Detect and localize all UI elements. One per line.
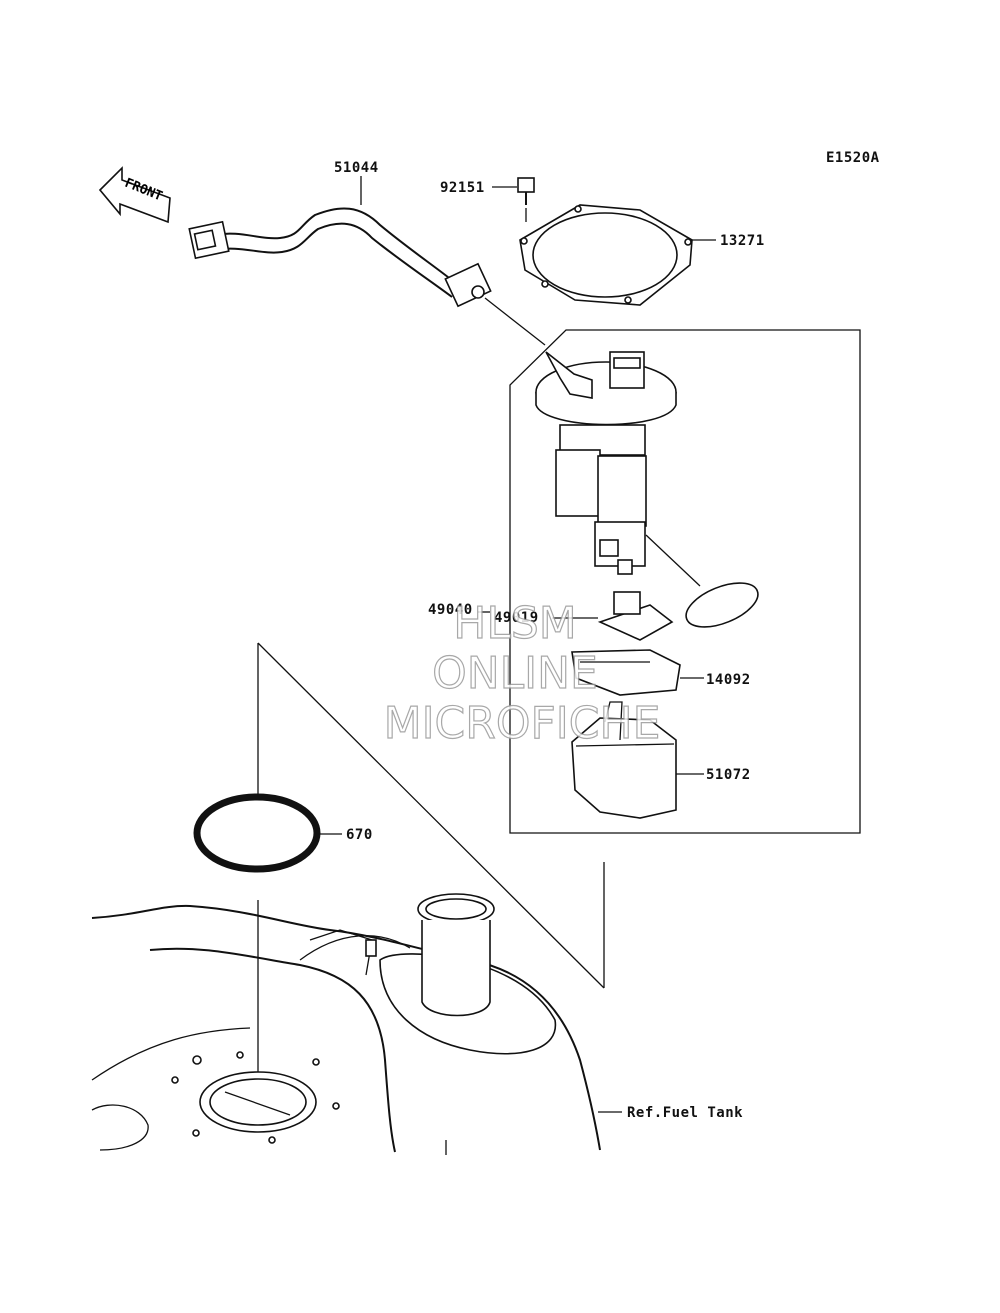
part-label-51044: 51044 [334, 160, 379, 176]
part-label-51072: 51072 [706, 767, 751, 783]
part-label-49019: 49019 [494, 610, 539, 626]
part-label-670: 670 [346, 827, 373, 843]
part-label-49040: 49040 [428, 602, 473, 618]
bolt [517, 177, 535, 222]
pump-case [571, 701, 677, 819]
watermark-line-3: MICROFICHE [384, 698, 661, 749]
o-ring [193, 793, 321, 873]
diagram-code: E1520A [826, 150, 880, 166]
part-label-14092: 14092 [706, 672, 751, 688]
part-label-92151: 92151 [440, 180, 485, 196]
watermark: HLSM ONLINE MICROFICHE [383, 597, 661, 749]
watermark-line-1: HLSM [453, 598, 577, 649]
gasket [519, 204, 693, 306]
pump-cover [571, 649, 681, 696]
watermark-line-2: ONLINE [432, 648, 598, 699]
reference-label: Ref.Fuel Tank [627, 1105, 743, 1121]
fuel-tank [91, 893, 601, 1155]
pump-assembly-box [509, 329, 861, 834]
assembly-guide-lines [257, 642, 605, 1092]
part-label-13271: 13271 [720, 233, 765, 249]
fuel-hose [188, 207, 546, 346]
front-arrow-icon: FRONT [98, 166, 171, 224]
pump-filter [597, 591, 674, 641]
fuel-pump [535, 351, 759, 628]
